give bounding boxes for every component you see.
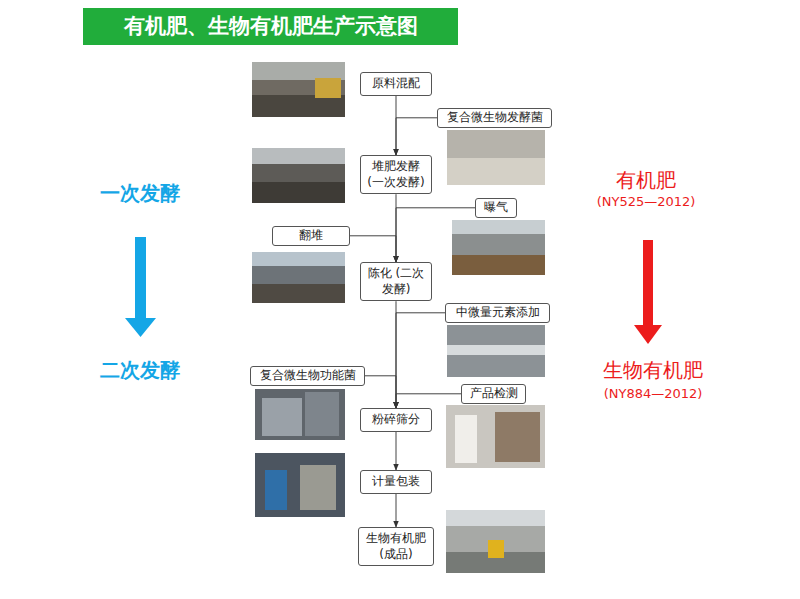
input-box: 中微量元素添加 <box>445 303 550 323</box>
process-box: 堆肥发酵 (一次发酵) <box>360 155 432 194</box>
box-label: 堆肥发酵 (一次发酵) <box>365 159 427 190</box>
photo <box>255 453 345 517</box>
photo <box>255 389 345 440</box>
stage-label: 二次发酵 <box>100 357 180 384</box>
process-box: 计量包装 <box>360 470 432 494</box>
flow-arrow <box>350 236 396 262</box>
box-label: 原料混配 <box>365 76 427 92</box>
box-label: 生物有机肥 (成品) <box>363 531 429 562</box>
box-label: 复合微生物功能菌 <box>257 368 358 384</box>
photo <box>446 510 545 573</box>
input-box: 曝气 <box>475 198 517 218</box>
flow-arrow <box>396 208 475 262</box>
photo <box>252 148 345 203</box>
photo <box>252 252 345 303</box>
photo <box>252 62 345 117</box>
flow-arrow <box>365 376 396 408</box>
input-box: 翻堆 <box>272 226 350 246</box>
stage-label: (NY525—2012) <box>597 194 696 209</box>
input-box: 产品检测 <box>461 384 526 404</box>
stage-arrow <box>634 240 662 344</box>
flow-arrow <box>396 394 461 408</box>
box-label: 产品检测 <box>468 386 519 402</box>
stage-label: 生物有机肥 <box>603 357 703 384</box>
stage-label: 一次发酵 <box>100 180 180 207</box>
box-label: 复合微生物发酵菌 <box>444 110 545 126</box>
stage-label: (NY884—2012) <box>604 386 703 401</box>
process-box: 生物有机肥 (成品) <box>358 527 434 566</box>
stage-label: 有机肥 <box>616 167 676 194</box>
title-banner: 有机肥、生物有机肥生产示意图 <box>83 8 458 45</box>
process-box: 原料混配 <box>360 72 432 96</box>
flow-arrow <box>396 494 397 527</box>
box-label: 陈化 (二次发酵) <box>365 266 427 297</box>
box-label: 翻堆 <box>279 228 343 244</box>
box-label: 粉碎筛分 <box>365 412 427 428</box>
photo <box>446 405 545 468</box>
box-label: 中微量元素添加 <box>452 305 543 321</box>
process-box: 粉碎筛分 <box>360 408 432 432</box>
input-box: 复合微生物功能菌 <box>250 366 365 386</box>
flow-arrow <box>396 432 397 470</box>
input-box: 复合微生物发酵菌 <box>437 108 552 128</box>
box-label: 曝气 <box>482 200 510 216</box>
box-label: 计量包装 <box>365 474 427 490</box>
flow-arrow <box>396 118 437 155</box>
stage-arrow <box>125 237 156 337</box>
photo <box>447 130 545 185</box>
photo <box>452 220 545 275</box>
process-box: 陈化 (二次发酵) <box>360 262 432 301</box>
photo <box>447 325 545 377</box>
